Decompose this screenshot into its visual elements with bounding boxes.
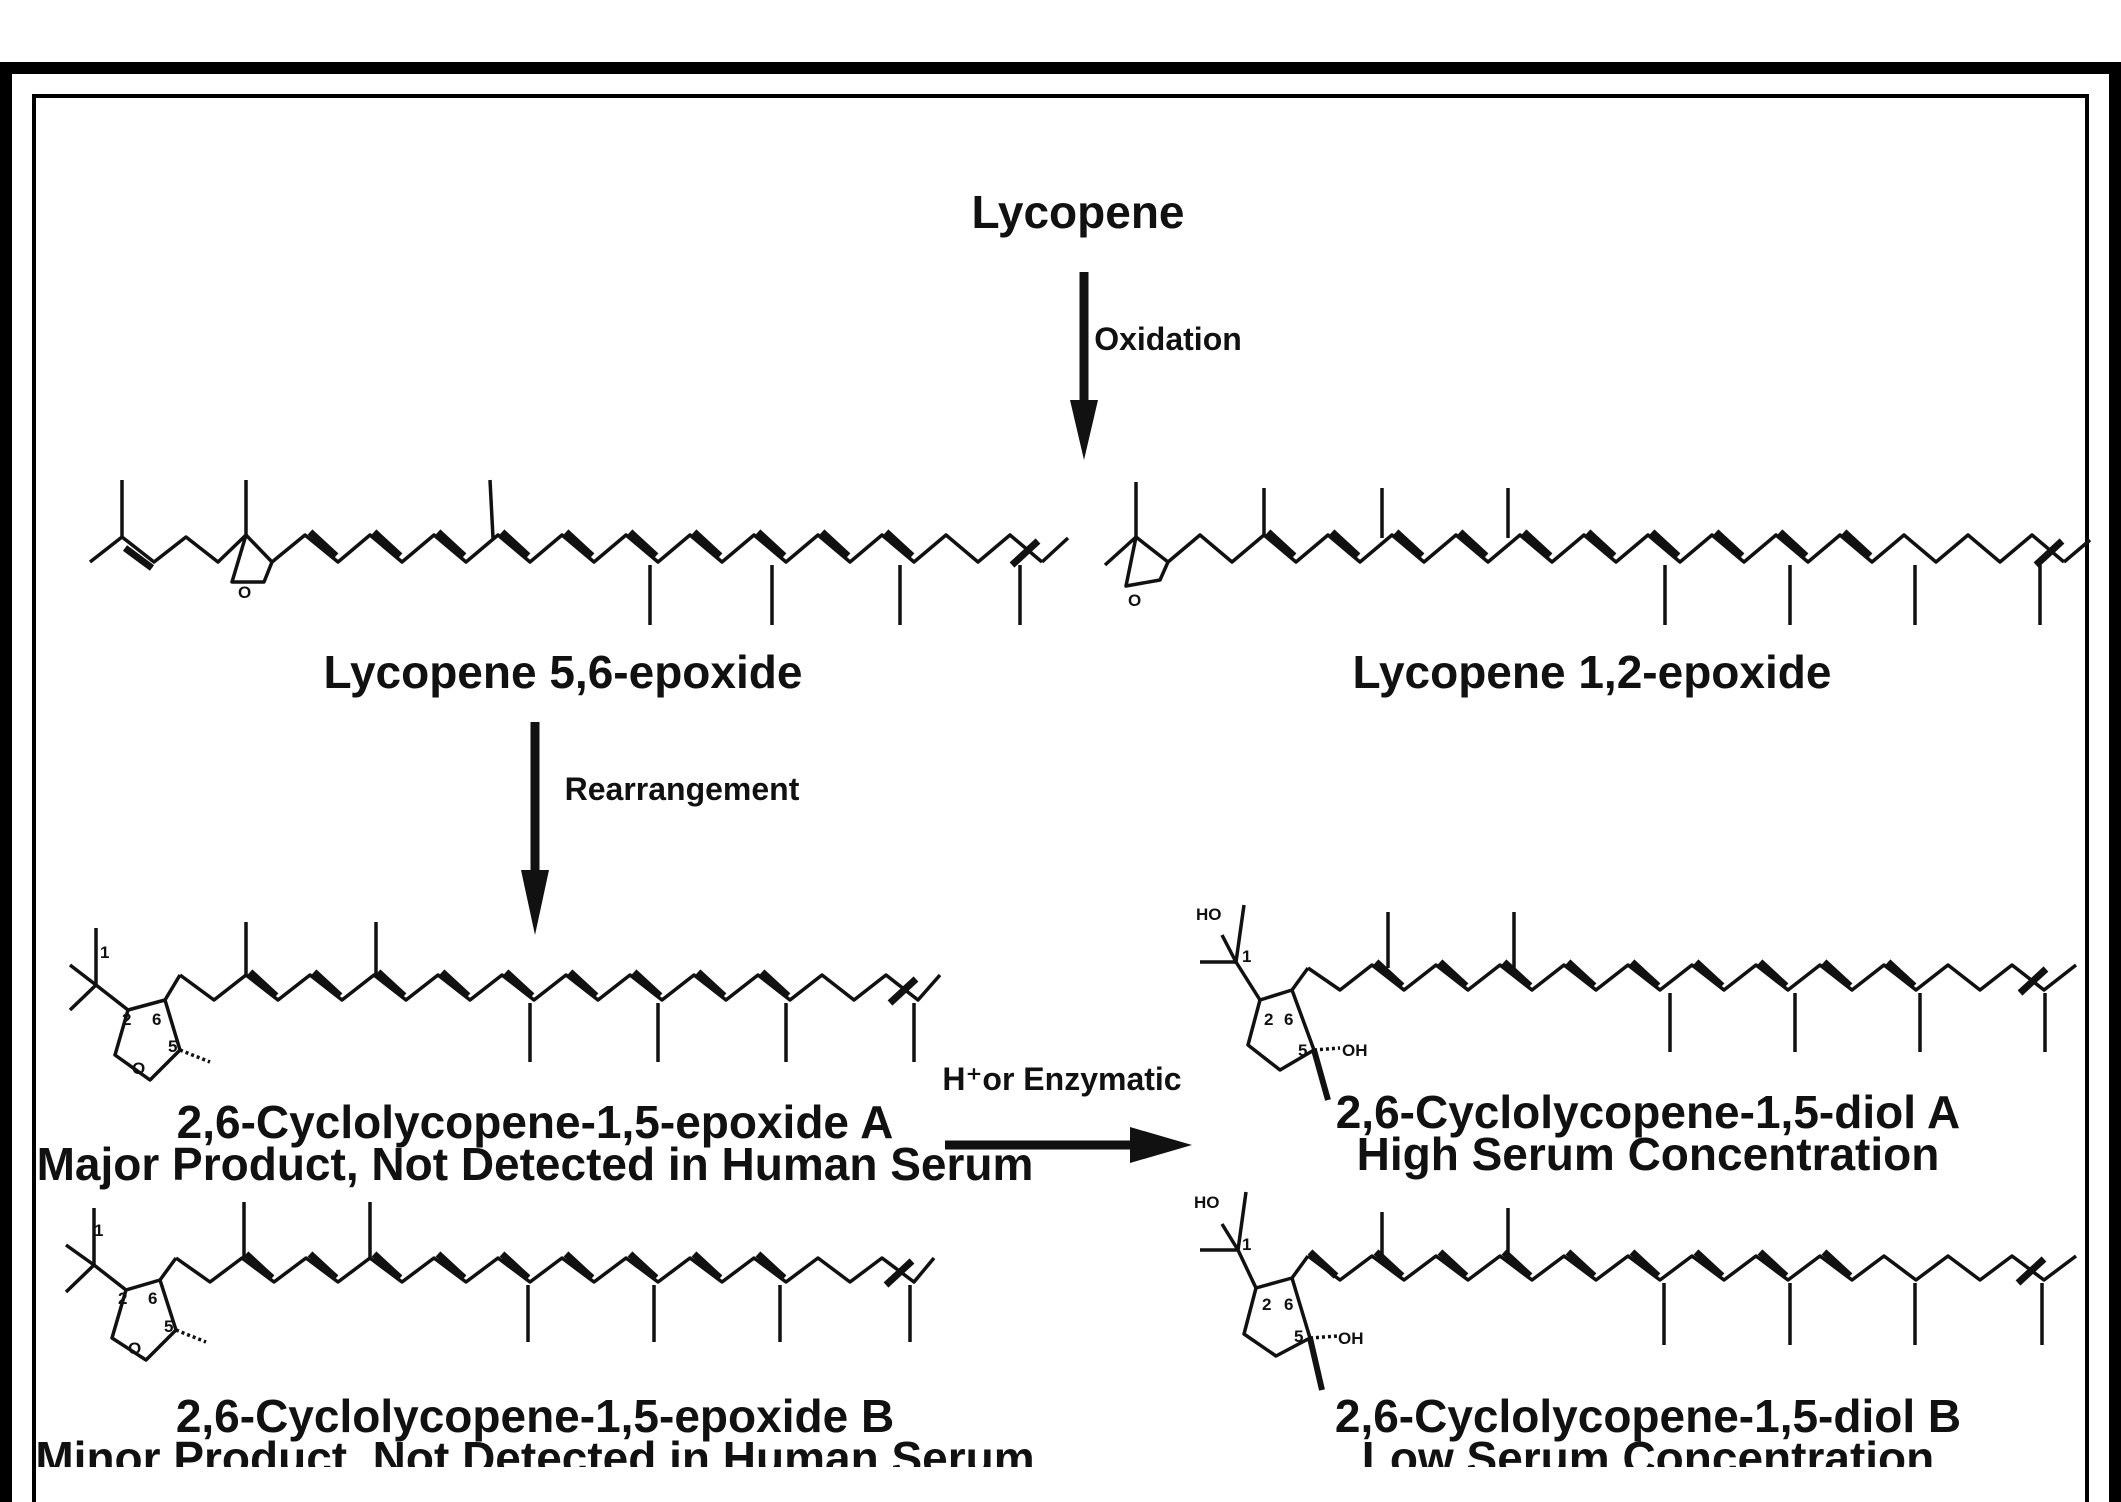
- diol-b-name: 2,6-Cyclolycopene-1,5-diol B: [1335, 1390, 1961, 1442]
- diol-b-c5: 5: [1294, 1327, 1303, 1346]
- lycopene-label: Lycopene: [971, 186, 1184, 238]
- epoxide-a-note: Major Product, Not Detected in Human Ser…: [37, 1138, 1034, 1190]
- enzymatic-arrow: [945, 1127, 1192, 1163]
- enzymatic-label: H⁺or Enzymatic: [942, 1061, 1181, 1097]
- diol-a-c5: 5: [1298, 1041, 1307, 1060]
- oxidation-arrow: [1070, 272, 1098, 460]
- epoxide-a-oxygen: O: [132, 1059, 145, 1078]
- epoxide-b-c2: 2: [118, 1289, 127, 1308]
- epoxide-a-name: 2,6-Cyclolycopene-1,5-epoxide A: [177, 1096, 894, 1148]
- diol-a-oh: OH: [1342, 1041, 1368, 1060]
- cyclo-epoxide-b-structure: [64, 1202, 936, 1362]
- lycopene-1-2-epoxide-label: Lycopene 1,2-epoxide: [1353, 646, 1832, 698]
- rearrangement-arrow: [521, 722, 549, 935]
- epoxide-a-c6: 6: [152, 1010, 161, 1029]
- reaction-scheme: Lycopene Oxidation Lycopene 5,6-epoxide …: [35, 186, 2092, 1467]
- diol-a-ho: HO: [1196, 905, 1222, 924]
- diol-a-name: 2,6-Cyclolycopene-1,5-diol A: [1336, 1086, 1961, 1138]
- diol-b-oh: OH: [1338, 1329, 1364, 1348]
- epoxide-b-c6: 6: [148, 1289, 157, 1308]
- diol-a-c1: 1: [1242, 947, 1251, 966]
- figure-outer-border: [0, 62, 2121, 1502]
- cyclo-diol-a-structure: [1200, 904, 2078, 1101]
- diol-b-c6: 6: [1284, 1295, 1293, 1314]
- figure-inner-border: [32, 94, 2089, 1502]
- epoxide-a-c5: 5: [168, 1037, 177, 1056]
- oxidation-label: Oxidation: [1094, 321, 1242, 357]
- lycopene-1-2-epoxide-structure: [1103, 482, 2092, 625]
- diol-b-c1: 1: [1242, 1235, 1251, 1254]
- epoxide-b-c1: 1: [94, 1221, 103, 1240]
- diol-b-ho: HO: [1194, 1193, 1220, 1212]
- lycopene-5-6-epoxide-label: Lycopene 5,6-epoxide: [324, 646, 803, 698]
- diol-b-note: Low Serum Concentration: [1362, 1432, 1934, 1467]
- epoxide-b-name: 2,6-Cyclolycopene-1,5-epoxide B: [176, 1390, 894, 1442]
- epoxide-a-c1: 1: [100, 943, 109, 962]
- epoxide-a-c2: 2: [122, 1010, 131, 1029]
- cyclo-diol-b-structure: [1200, 1191, 2078, 1391]
- rearrangement-label: Rearrangement: [565, 771, 800, 807]
- epoxide-56-oxygen: O: [238, 583, 251, 602]
- lycopene-5-6-epoxide-structure: [88, 479, 1070, 625]
- epoxide-b-oxygen: O: [128, 1339, 141, 1358]
- diol-b-c2: 2: [1262, 1295, 1271, 1314]
- epoxide-b-c5: 5: [164, 1317, 173, 1336]
- epoxide-12-oxygen: O: [1128, 591, 1141, 610]
- diol-a-c6: 6: [1284, 1010, 1293, 1029]
- epoxide-b-note: Minor Product, Not Detected in Human Ser…: [35, 1432, 1034, 1467]
- diol-a-c2: 2: [1264, 1010, 1273, 1029]
- diol-a-note: High Serum Concentration: [1357, 1128, 1940, 1180]
- cyclo-epoxide-a-structure: [68, 922, 942, 1082]
